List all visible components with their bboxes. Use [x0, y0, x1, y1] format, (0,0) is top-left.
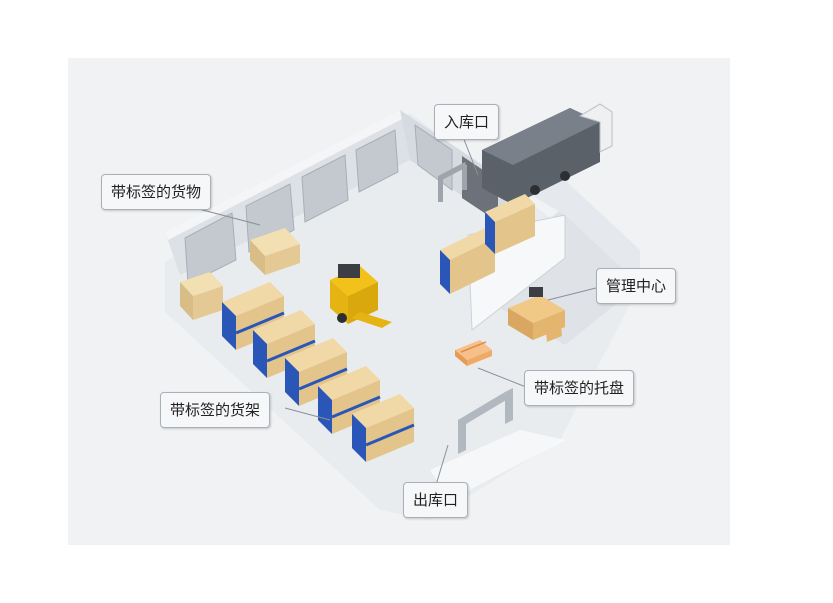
callout-tagged-pallet: 带标签的托盘 — [524, 370, 635, 406]
shelf-unit — [222, 282, 285, 350]
callout-outbound: 出库口 — [403, 482, 469, 518]
callout-outbound-text: 出库口 — [413, 491, 459, 509]
callout-inbound-text: 入库口 — [444, 113, 490, 131]
inbound-shelves — [440, 194, 535, 294]
callout-leader-lines — [194, 136, 601, 486]
shelf-unit — [318, 366, 381, 434]
tagged-pallet — [455, 340, 492, 366]
rolling-doors — [184, 129, 399, 285]
office-wall-back — [505, 180, 640, 285]
management-desk — [508, 287, 565, 342]
callout-management-center-text: 管理中心 — [606, 277, 667, 295]
inbound-door-opening — [462, 156, 498, 222]
outbound-rfid-gate — [458, 388, 513, 454]
forklift — [330, 264, 392, 328]
inbound-rfid-gate — [438, 162, 467, 202]
callout-inbound: 入库口 — [434, 104, 500, 140]
callout-tagged-pallet-text: 带标签的托盘 — [534, 379, 625, 397]
callout-management-center: 管理中心 — [596, 268, 677, 304]
tagged-shelves — [222, 282, 415, 462]
shelf-unit — [285, 338, 348, 406]
callout-tagged-goods-text: 带标签的货物 — [111, 183, 202, 201]
shelf-unit — [352, 394, 415, 462]
shelf-unit — [253, 310, 316, 378]
tagged-goods-stack — [180, 228, 300, 320]
callout-tagged-goods: 带标签的货物 — [101, 174, 212, 210]
truck — [482, 103, 613, 205]
callout-tagged-shelves-text: 带标签的货架 — [170, 401, 261, 419]
back-left-wall-top — [165, 110, 404, 240]
callout-tagged-shelves: 带标签的货架 — [160, 392, 271, 428]
